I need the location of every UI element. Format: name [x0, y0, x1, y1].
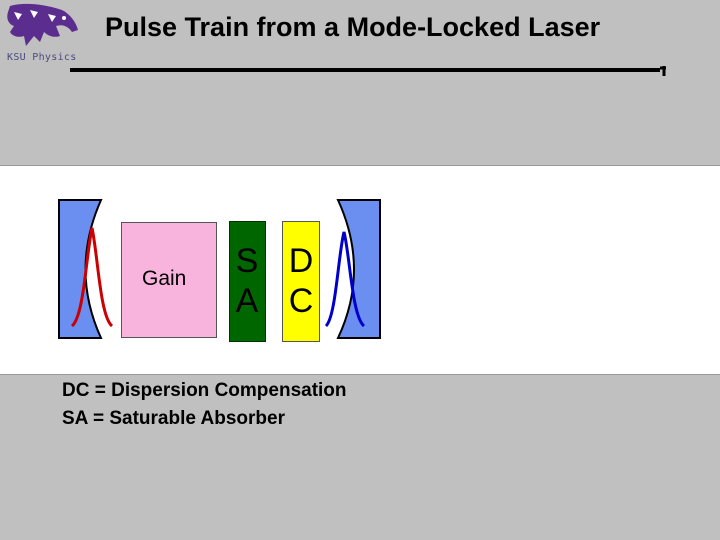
right-mirror	[336, 199, 381, 339]
sa-letter-1: S	[235, 242, 259, 280]
cavity-optics	[58, 199, 381, 339]
logo-text: KSU Physics	[7, 52, 77, 63]
legend-dc: DC = Dispersion Compensation	[62, 380, 347, 401]
left-mirror	[58, 199, 103, 339]
wildcat-icon	[7, 3, 78, 46]
laser-cavity-diagram: Gain S A D C	[0, 165, 720, 375]
pulse-right	[324, 231, 366, 328]
saturable-absorber	[229, 221, 266, 342]
ksu-wildcat-logo	[7, 3, 78, 46]
legend-sa: SA = Saturable Absorber	[62, 408, 285, 429]
sa-letter-2: A	[235, 282, 259, 320]
gain-label: Gain	[142, 267, 187, 290]
gain-medium	[121, 222, 217, 338]
dc-letter-1: D	[288, 242, 314, 280]
title-underline	[70, 66, 666, 76]
slide-title: Pulse Train from a Mode-Locked Laser	[105, 12, 601, 42]
dispersion-compensator	[282, 221, 320, 342]
pulse-left	[70, 227, 114, 328]
dc-letter-2: C	[288, 282, 314, 320]
